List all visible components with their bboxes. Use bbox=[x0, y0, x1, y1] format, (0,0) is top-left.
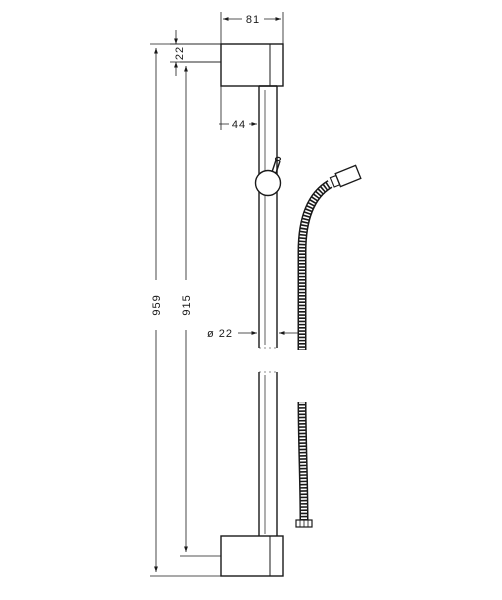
rail-break-mark bbox=[259, 347, 277, 373]
top-wall-mount bbox=[220, 43, 284, 87]
label-959: 959 bbox=[151, 294, 163, 315]
dimension-bar-offset: 44 bbox=[219, 86, 257, 131]
dimension-bar-length: 915 bbox=[180, 61, 221, 557]
bottom-wall-mount bbox=[220, 535, 284, 577]
shower-hose bbox=[293, 164, 362, 528]
hose-end-head bbox=[329, 164, 362, 188]
dimension-mount-height: 22 bbox=[170, 30, 221, 76]
label-44: 44 bbox=[232, 119, 246, 131]
dimension-total-height: 959 bbox=[150, 43, 221, 577]
hose-texture bbox=[299, 181, 332, 521]
label-915: 915 bbox=[181, 294, 193, 315]
label-81: 81 bbox=[246, 14, 260, 26]
rail-bar-upper bbox=[258, 85, 278, 348]
label-22-mount: 22 bbox=[174, 46, 186, 60]
slider-knob bbox=[254, 156, 282, 197]
dimension-mount-width: 81 bbox=[220, 11, 284, 44]
rail-bar-lower bbox=[258, 372, 278, 536]
dimension-bar-diameter: ø 22 bbox=[207, 328, 298, 340]
hose-break-gap bbox=[293, 350, 315, 402]
hose-end-nut bbox=[295, 519, 313, 528]
label-diameter-22: ø 22 bbox=[207, 328, 233, 340]
